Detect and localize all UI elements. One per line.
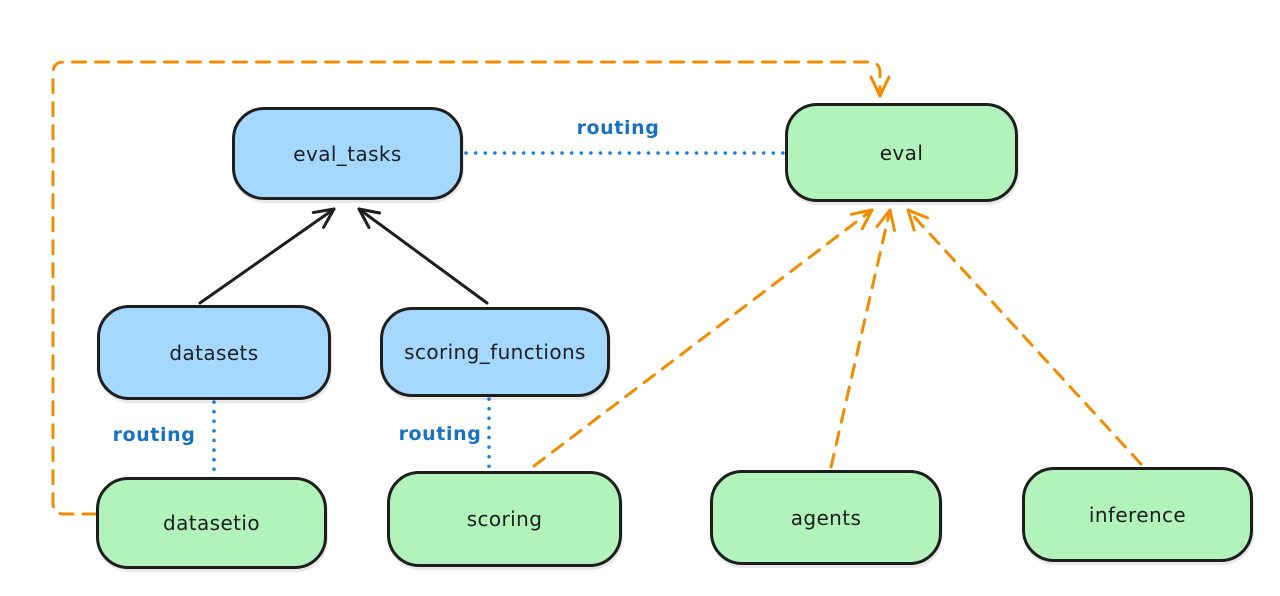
edge-label-routing-scoring: routing	[398, 423, 482, 445]
node-eval-label: eval	[879, 140, 924, 165]
node-datasets: datasets	[97, 305, 331, 400]
node-eval-tasks: eval_tasks	[232, 107, 463, 200]
edge-label-routing-datasetio: routing	[112, 424, 196, 446]
node-eval: eval	[785, 103, 1018, 202]
node-datasetio-label: datasetio	[162, 511, 260, 535]
edge-datasetio-to-eval-loop	[51, 60, 891, 516]
node-scoring-functions-label: scoring_functions	[404, 340, 586, 364]
node-scoring: scoring	[387, 471, 622, 567]
edge-agents-to-eval	[829, 208, 897, 469]
node-datasetio: datasetio	[96, 477, 327, 569]
edge-inference-to-eval	[906, 208, 1143, 466]
edge-label-routing-eval: routing	[576, 117, 660, 139]
edge-datasets-to-eval-tasks	[198, 207, 336, 305]
node-agents: agents	[710, 470, 942, 565]
edge-scoring-to-eval	[532, 208, 874, 468]
node-inference: inference	[1022, 467, 1253, 562]
node-eval-tasks-label: eval_tasks	[293, 141, 402, 166]
edge-scoring-functions-to-eval-tasks	[357, 207, 489, 305]
node-scoring-functions: scoring_functions	[380, 307, 610, 397]
node-scoring-label: scoring	[466, 507, 543, 531]
node-datasets-label: datasets	[169, 340, 259, 365]
node-agents-label: agents	[790, 505, 862, 530]
node-inference-label: inference	[1088, 502, 1187, 527]
